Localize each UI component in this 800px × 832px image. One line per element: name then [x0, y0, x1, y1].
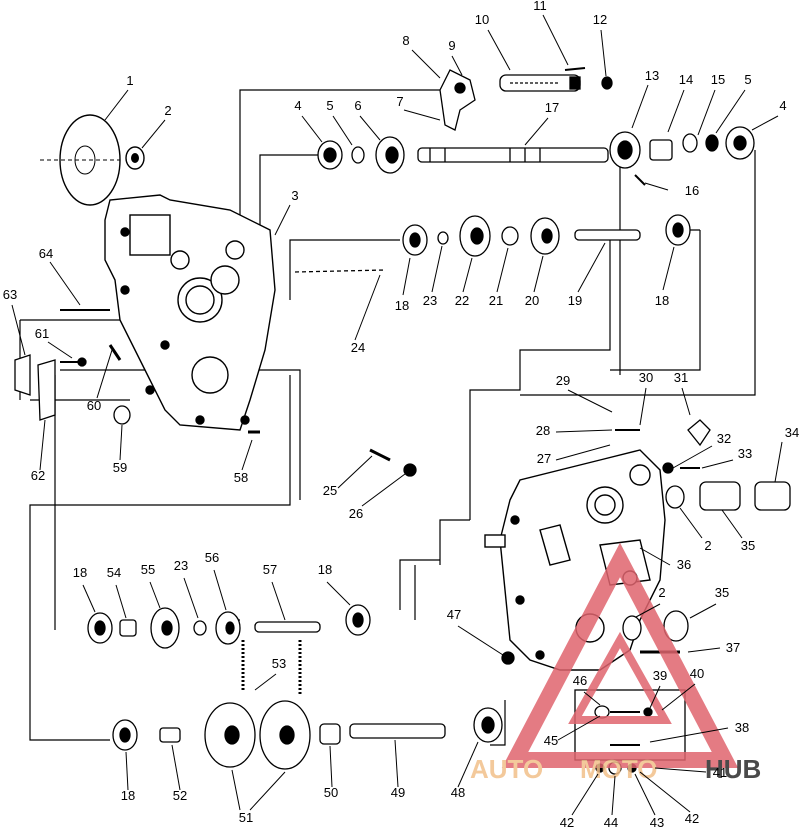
label-35b: 35: [715, 585, 729, 600]
label-5b: 5: [744, 72, 751, 87]
label-7: 7: [396, 94, 403, 109]
label-38: 38: [735, 720, 749, 735]
label-57: 57: [263, 562, 277, 577]
left-small-parts: [14, 309, 260, 434]
part-2-seal: [125, 146, 145, 170]
label-9: 9: [448, 38, 455, 53]
label-51: 51: [239, 810, 253, 825]
label-16: 16: [685, 183, 699, 198]
label-60: 60: [87, 398, 101, 413]
label-2c: 2: [658, 585, 665, 600]
label-32: 32: [717, 431, 731, 446]
label-52: 52: [173, 788, 187, 803]
label-19: 19: [568, 293, 582, 308]
label-53: 53: [272, 656, 286, 671]
label-54: 54: [107, 565, 121, 580]
label-37: 37: [726, 640, 740, 655]
label-44: 44: [604, 815, 618, 830]
label-50: 50: [324, 785, 338, 800]
label-46: 46: [573, 673, 587, 688]
label-36: 36: [677, 557, 691, 572]
label-3: 3: [291, 188, 298, 203]
label-2b: 2: [704, 538, 711, 553]
part-labels: 1 2 3 4 5 6 7 8 9 10 11 12 13 14 15 5 4 …: [3, 0, 799, 830]
label-43: 43: [650, 815, 664, 830]
watermark-triangle-inner: [568, 631, 672, 724]
autotomotohub-watermark: AUTO MOTO HUB: [470, 542, 761, 784]
label-17: 17: [545, 100, 559, 115]
label-58: 58: [234, 470, 248, 485]
label-28: 28: [536, 423, 550, 438]
part-1-disc: [40, 114, 121, 206]
label-18a: 18: [395, 298, 409, 313]
label-1: 1: [126, 73, 133, 88]
label-leaders: [11, 14, 783, 816]
label-55: 55: [141, 562, 155, 577]
label-27: 27: [537, 451, 551, 466]
label-18b: 18: [655, 293, 669, 308]
label-42a: 42: [560, 815, 574, 830]
shift-drum-assembly: [439, 67, 613, 131]
label-33: 33: [738, 446, 752, 461]
label-12: 12: [593, 12, 607, 27]
label-29: 29: [556, 373, 570, 388]
label-21: 21: [489, 293, 503, 308]
watermark-triangle-outer: [501, 542, 739, 768]
label-64: 64: [39, 246, 53, 261]
label-6: 6: [354, 98, 361, 113]
label-5: 5: [326, 98, 333, 113]
label-34: 34: [785, 425, 799, 440]
label-62: 62: [31, 468, 45, 483]
label-23b: 23: [174, 558, 188, 573]
label-4: 4: [294, 98, 301, 113]
right-small-parts: [369, 419, 791, 511]
label-20: 20: [525, 293, 539, 308]
label-48: 48: [451, 785, 465, 800]
label-61: 61: [35, 326, 49, 341]
label-40: 40: [690, 666, 704, 681]
label-45: 45: [544, 733, 558, 748]
label-11: 11: [533, 0, 547, 13]
label-31: 31: [674, 370, 688, 385]
label-24: 24: [351, 340, 365, 355]
label-8: 8: [402, 33, 409, 48]
label-10: 10: [475, 12, 489, 27]
label-14: 14: [679, 72, 693, 87]
label-35a: 35: [741, 538, 755, 553]
label-18d: 18: [318, 562, 332, 577]
label-25: 25: [323, 483, 337, 498]
bottom-shaft-row: [112, 640, 503, 770]
watermark-word-middle: MOTO: [580, 754, 658, 784]
label-18e: 18: [121, 788, 135, 803]
label-41: 41: [713, 765, 727, 780]
label-47: 47: [447, 607, 461, 622]
label-18c: 18: [73, 565, 87, 580]
leader-frame-top: [239, 89, 756, 520]
label-13: 13: [645, 68, 659, 83]
label-30: 30: [639, 370, 653, 385]
label-49: 49: [391, 785, 405, 800]
label-39: 39: [653, 668, 667, 683]
main-shaft-row: [317, 126, 755, 186]
label-56: 56: [205, 550, 219, 565]
label-59: 59: [113, 460, 127, 475]
label-15: 15: [711, 72, 725, 87]
label-2: 2: [164, 103, 171, 118]
watermark-word-right: HUB: [705, 754, 761, 784]
label-4b: 4: [779, 98, 786, 113]
lower-shaft-row: [87, 604, 371, 649]
counter-shaft-row: [294, 214, 691, 273]
label-22: 22: [455, 293, 469, 308]
label-42b: 42: [685, 811, 699, 826]
label-26: 26: [349, 506, 363, 521]
left-case-housing: [104, 194, 276, 431]
lower-right-group: [501, 610, 689, 775]
watermark-word-left: AUTO: [470, 754, 543, 784]
label-23a: 23: [423, 293, 437, 308]
label-63: 63: [3, 287, 17, 302]
